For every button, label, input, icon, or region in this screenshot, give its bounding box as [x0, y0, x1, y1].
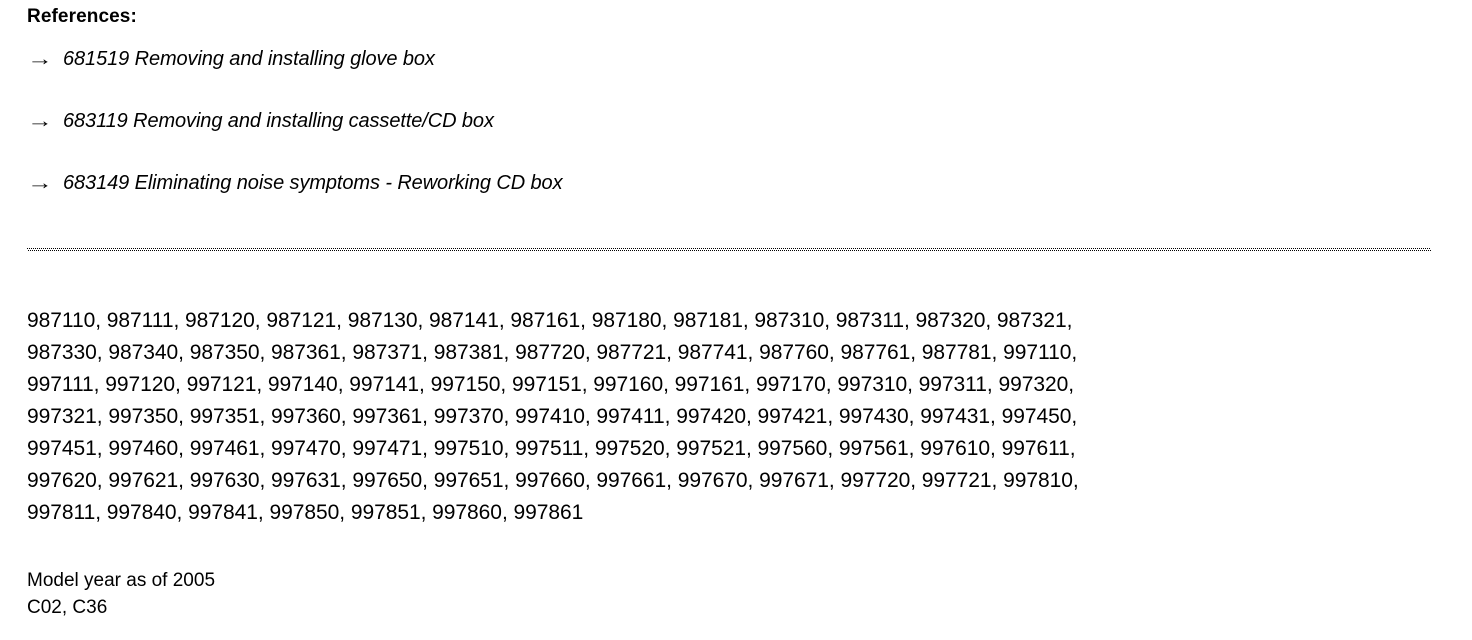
part-number-line: 997811, 997840, 997841, 997850, 997851, … [27, 501, 584, 524]
reference-item-683119[interactable]: → 683119 Removing and installing cassett… [27, 110, 1427, 172]
part-number-line: 997111, 997120, 997121, 997140, 997141, … [27, 373, 1075, 396]
reference-item-683149[interactable]: → 683149 Eliminating noise symptoms - Re… [27, 172, 1427, 234]
part-number-line: 987330, 987340, 987350, 987361, 987371, … [27, 341, 1078, 364]
option-codes-text: C02, C36 [27, 597, 108, 618]
arrow-right-icon: → [27, 173, 53, 194]
footer-block: Model year as of 2005 C02, C36 [27, 567, 215, 621]
part-number-line: 997620, 997621, 997630, 997631, 997650, … [27, 469, 1079, 492]
reference-link-label[interactable]: 683149 Eliminating noise symptoms - Rewo… [63, 172, 563, 194]
part-number-line: 997451, 997460, 997461, 997470, 997471, … [27, 437, 1076, 460]
arrow-right-icon: → [27, 111, 53, 132]
model-year-text: Model year as of 2005 [27, 570, 216, 591]
reference-link-label[interactable]: 683119 Removing and installing cassette/… [63, 110, 494, 132]
part-number-line: 997321, 997350, 997351, 997360, 997361, … [27, 405, 1078, 428]
part-number-list: 987110, 987111, 987120, 987121, 987130, … [27, 305, 1437, 529]
references-heading: References: [27, 6, 137, 27]
reference-item-681519[interactable]: → 681519 Removing and installing glove b… [27, 48, 1427, 110]
reference-link-label[interactable]: 681519 Removing and installing glove box [63, 48, 435, 70]
part-number-line: 987110, 987111, 987120, 987121, 987130, … [27, 309, 1073, 332]
references-list: → 681519 Removing and installing glove b… [27, 48, 1427, 234]
arrow-right-icon: → [27, 49, 53, 70]
section-divider [27, 248, 1431, 251]
